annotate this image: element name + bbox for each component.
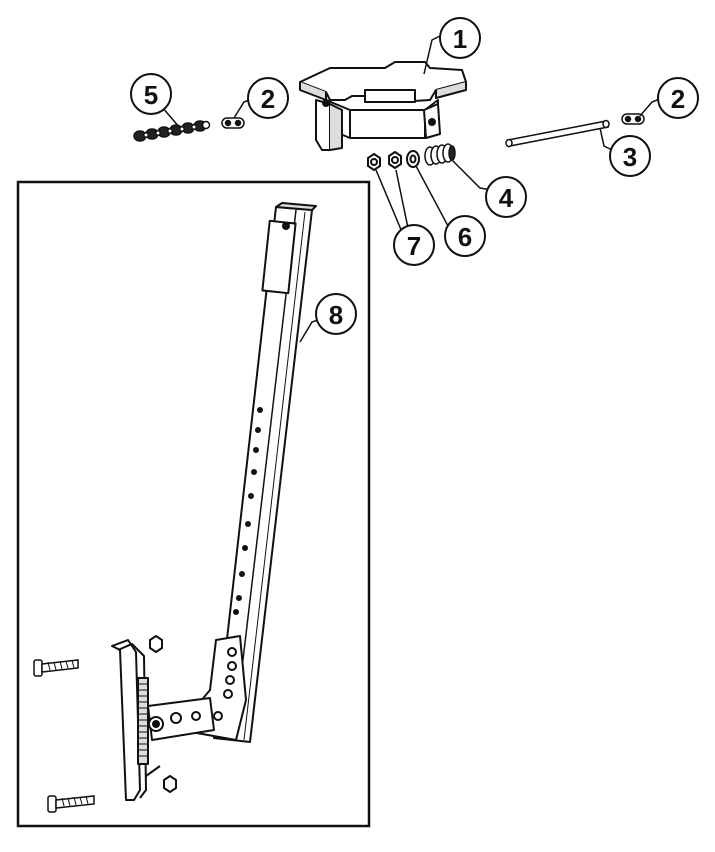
leader-1 bbox=[423, 35, 441, 75]
part-2-master-link-right bbox=[621, 113, 645, 125]
callout-4: 4 bbox=[485, 176, 527, 218]
leader-8 bbox=[299, 319, 319, 343]
callout-1: 1 bbox=[439, 17, 481, 59]
callout-5: 5 bbox=[130, 73, 172, 115]
callout-2-right: 2 bbox=[657, 77, 699, 119]
callout-8: 8 bbox=[315, 293, 357, 335]
part-1-bracket bbox=[299, 61, 467, 151]
callout-3: 3 bbox=[609, 135, 651, 177]
callout-8-label: 8 bbox=[329, 300, 343, 330]
callout-6-label: 6 bbox=[458, 222, 472, 252]
leader-6 bbox=[415, 165, 459, 229]
callout-1-label: 1 bbox=[453, 24, 467, 54]
part-7-nuts bbox=[367, 150, 402, 172]
callout-7: 7 bbox=[393, 224, 435, 266]
callout-2-left-label: 2 bbox=[261, 84, 275, 114]
callout-5-label: 5 bbox=[144, 80, 158, 110]
lag-bolt-top bbox=[33, 659, 79, 677]
ratchet-teeth bbox=[138, 683, 148, 757]
part-2-master-link-left bbox=[221, 117, 245, 129]
callout-2-right-label: 2 bbox=[671, 84, 685, 114]
part-8-frame bbox=[16, 180, 371, 828]
rail-holes bbox=[233, 407, 263, 615]
callout-2-left: 2 bbox=[247, 77, 289, 119]
part-3-rod bbox=[505, 119, 610, 148]
callout-6: 6 bbox=[444, 215, 486, 257]
leader-3 bbox=[599, 127, 613, 151]
lag-bolt-bottom bbox=[47, 795, 95, 813]
part-4-spring bbox=[424, 143, 456, 166]
leader-4 bbox=[451, 159, 493, 191]
part-8-arm-assembly bbox=[111, 202, 317, 801]
callout-3-label: 3 bbox=[623, 142, 637, 172]
part-5-chain bbox=[133, 120, 211, 142]
callout-4-label: 4 bbox=[499, 183, 514, 213]
part-6-washer bbox=[406, 150, 420, 168]
callout-7-label: 7 bbox=[407, 231, 421, 261]
